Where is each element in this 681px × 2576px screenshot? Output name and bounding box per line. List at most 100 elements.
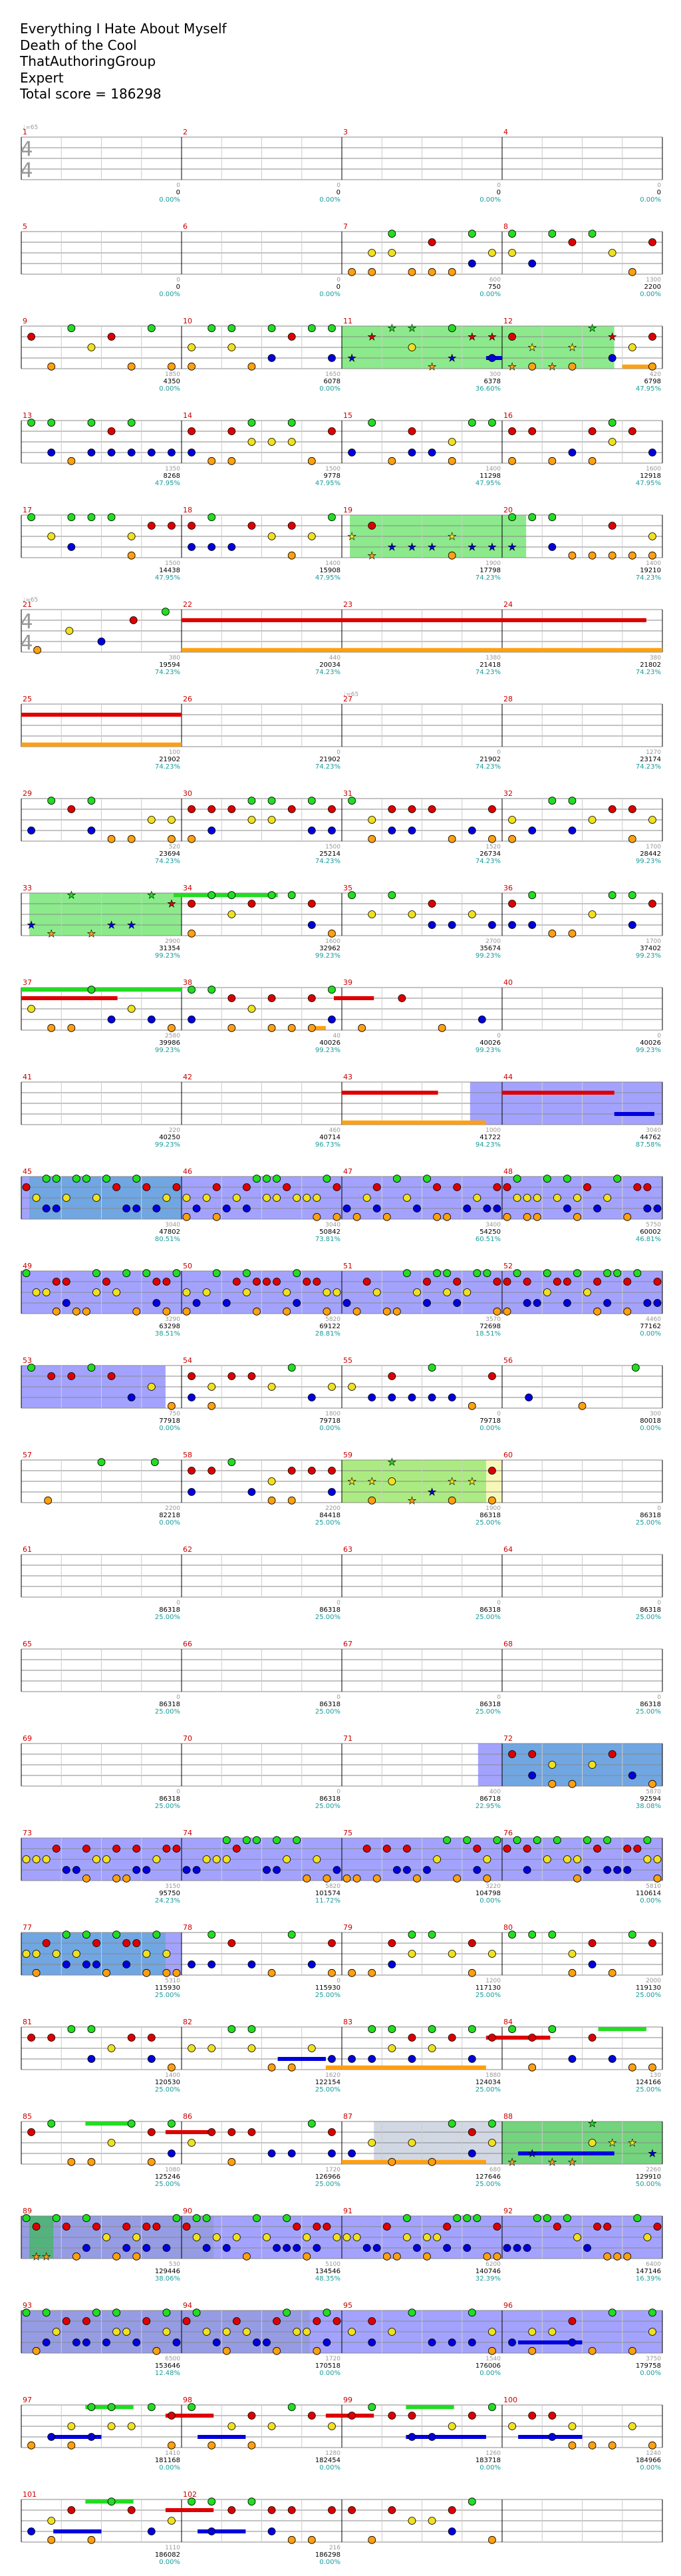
measure-number: 34 bbox=[183, 884, 192, 892]
time-signature-bottom: 4 bbox=[20, 632, 33, 655]
blue-note bbox=[202, 2244, 211, 2252]
extra-score: 380 bbox=[169, 655, 180, 661]
green-note bbox=[107, 2497, 116, 2506]
orange-note bbox=[528, 362, 537, 371]
red-note bbox=[648, 900, 656, 908]
measure-number: 87 bbox=[343, 2112, 352, 2121]
sp-percent: 0.00% bbox=[319, 291, 340, 298]
red-note bbox=[493, 2223, 501, 2231]
yellow-note bbox=[388, 249, 396, 257]
blue-note bbox=[207, 827, 216, 834]
extra-score: 4460 bbox=[646, 1316, 661, 1323]
extra-score: 1240 bbox=[646, 2450, 661, 2457]
red-note bbox=[553, 1278, 561, 1286]
measure-score: 19594 bbox=[159, 661, 180, 669]
extra-score: 0 bbox=[497, 1694, 501, 1701]
red-note bbox=[67, 805, 76, 813]
red-note bbox=[493, 1183, 501, 1191]
orange-note bbox=[653, 1874, 662, 1883]
red-note bbox=[188, 522, 196, 530]
blue-note bbox=[263, 1866, 271, 1874]
orange-note bbox=[448, 457, 456, 465]
red-note bbox=[227, 1372, 236, 1380]
orange-note bbox=[287, 1023, 296, 1032]
measure-number: 73 bbox=[23, 1829, 32, 1837]
orange-note bbox=[423, 2252, 431, 2261]
red-note bbox=[267, 994, 276, 1002]
staff-row: ★★★★★★★ bbox=[21, 1456, 663, 1507]
yellow-note bbox=[463, 1288, 472, 1296]
green-note bbox=[613, 1269, 622, 1278]
extra-score: 1380 bbox=[485, 655, 501, 661]
blue-sustain bbox=[198, 2529, 246, 2533]
blue-sustain bbox=[518, 2151, 614, 2155]
red-note bbox=[147, 522, 156, 530]
blue-note bbox=[372, 2244, 381, 2252]
blue-note bbox=[212, 2338, 221, 2346]
blue-note bbox=[147, 2527, 156, 2535]
red-note bbox=[348, 2506, 356, 2514]
red-note bbox=[293, 2223, 301, 2231]
measure-score: 20034 bbox=[319, 661, 340, 669]
blue-star-note: ★ bbox=[527, 2147, 536, 2159]
blue-note bbox=[548, 543, 557, 551]
red-note bbox=[247, 2128, 256, 2136]
red-note bbox=[368, 2317, 376, 2325]
red-note bbox=[152, 2223, 161, 2231]
sp-percent: 0.00% bbox=[640, 2464, 661, 2472]
red-note bbox=[323, 2223, 331, 2231]
blue-star-note: ★ bbox=[408, 541, 416, 553]
green-star-note: ★ bbox=[588, 322, 597, 334]
orange-note bbox=[328, 929, 336, 938]
extra-score: 3040 bbox=[325, 1222, 340, 1228]
red-note bbox=[603, 2223, 612, 2231]
red-note bbox=[648, 333, 656, 341]
measure-number: 6 bbox=[183, 222, 188, 231]
sp-percent: 0.00% bbox=[159, 385, 180, 393]
red-sustain bbox=[333, 996, 374, 1000]
green-note bbox=[67, 513, 76, 522]
green-note bbox=[287, 2403, 296, 2412]
blue-note bbox=[172, 2338, 181, 2346]
sp-percent: 32.39% bbox=[476, 2275, 501, 2283]
red-note bbox=[287, 805, 296, 813]
yellow-note bbox=[168, 2517, 176, 2525]
yellow-note bbox=[488, 2328, 496, 2336]
blue-note bbox=[473, 1866, 481, 1874]
orange-note bbox=[227, 1023, 236, 1032]
extra-score: 1500 bbox=[165, 560, 180, 567]
green-note bbox=[97, 1458, 106, 1467]
blue-note bbox=[568, 449, 577, 457]
red-note bbox=[287, 522, 296, 530]
red-note bbox=[287, 2506, 296, 2514]
orange-note bbox=[448, 551, 456, 560]
green-sustain bbox=[85, 2121, 134, 2126]
measure-number: 21 bbox=[23, 600, 32, 609]
measure-number: 23 bbox=[343, 600, 352, 609]
yellow-note bbox=[192, 2233, 201, 2241]
extra-score: 1080 bbox=[165, 2167, 180, 2173]
extra-score: 5810 bbox=[646, 1883, 661, 1890]
blue-note bbox=[47, 2433, 56, 2441]
orange-note bbox=[273, 2346, 281, 2355]
yellow-note bbox=[267, 1477, 276, 1485]
extra-score: 0 bbox=[337, 1600, 340, 1606]
blue-note bbox=[162, 2244, 171, 2252]
orange-note bbox=[348, 268, 356, 276]
orange-star-note: ★ bbox=[47, 928, 55, 940]
measure-score: 77918 bbox=[159, 1417, 180, 1425]
orange-note bbox=[623, 1212, 632, 1221]
orange-note bbox=[212, 1212, 221, 1221]
blue-note bbox=[348, 2149, 356, 2157]
red-note bbox=[62, 2223, 70, 2231]
blue-note bbox=[182, 1866, 191, 1874]
extra-score: 216 bbox=[329, 2545, 340, 2551]
measure-number: 78 bbox=[183, 1923, 192, 1932]
orange-note bbox=[628, 268, 636, 276]
sp-percent: 0.00% bbox=[479, 2370, 501, 2377]
green-note bbox=[92, 1269, 100, 1278]
measure-number: 94 bbox=[183, 2301, 192, 2310]
extra-score: 2260 bbox=[646, 2167, 661, 2173]
measure-score: 186082 bbox=[155, 2551, 180, 2559]
green-note bbox=[533, 2214, 541, 2223]
